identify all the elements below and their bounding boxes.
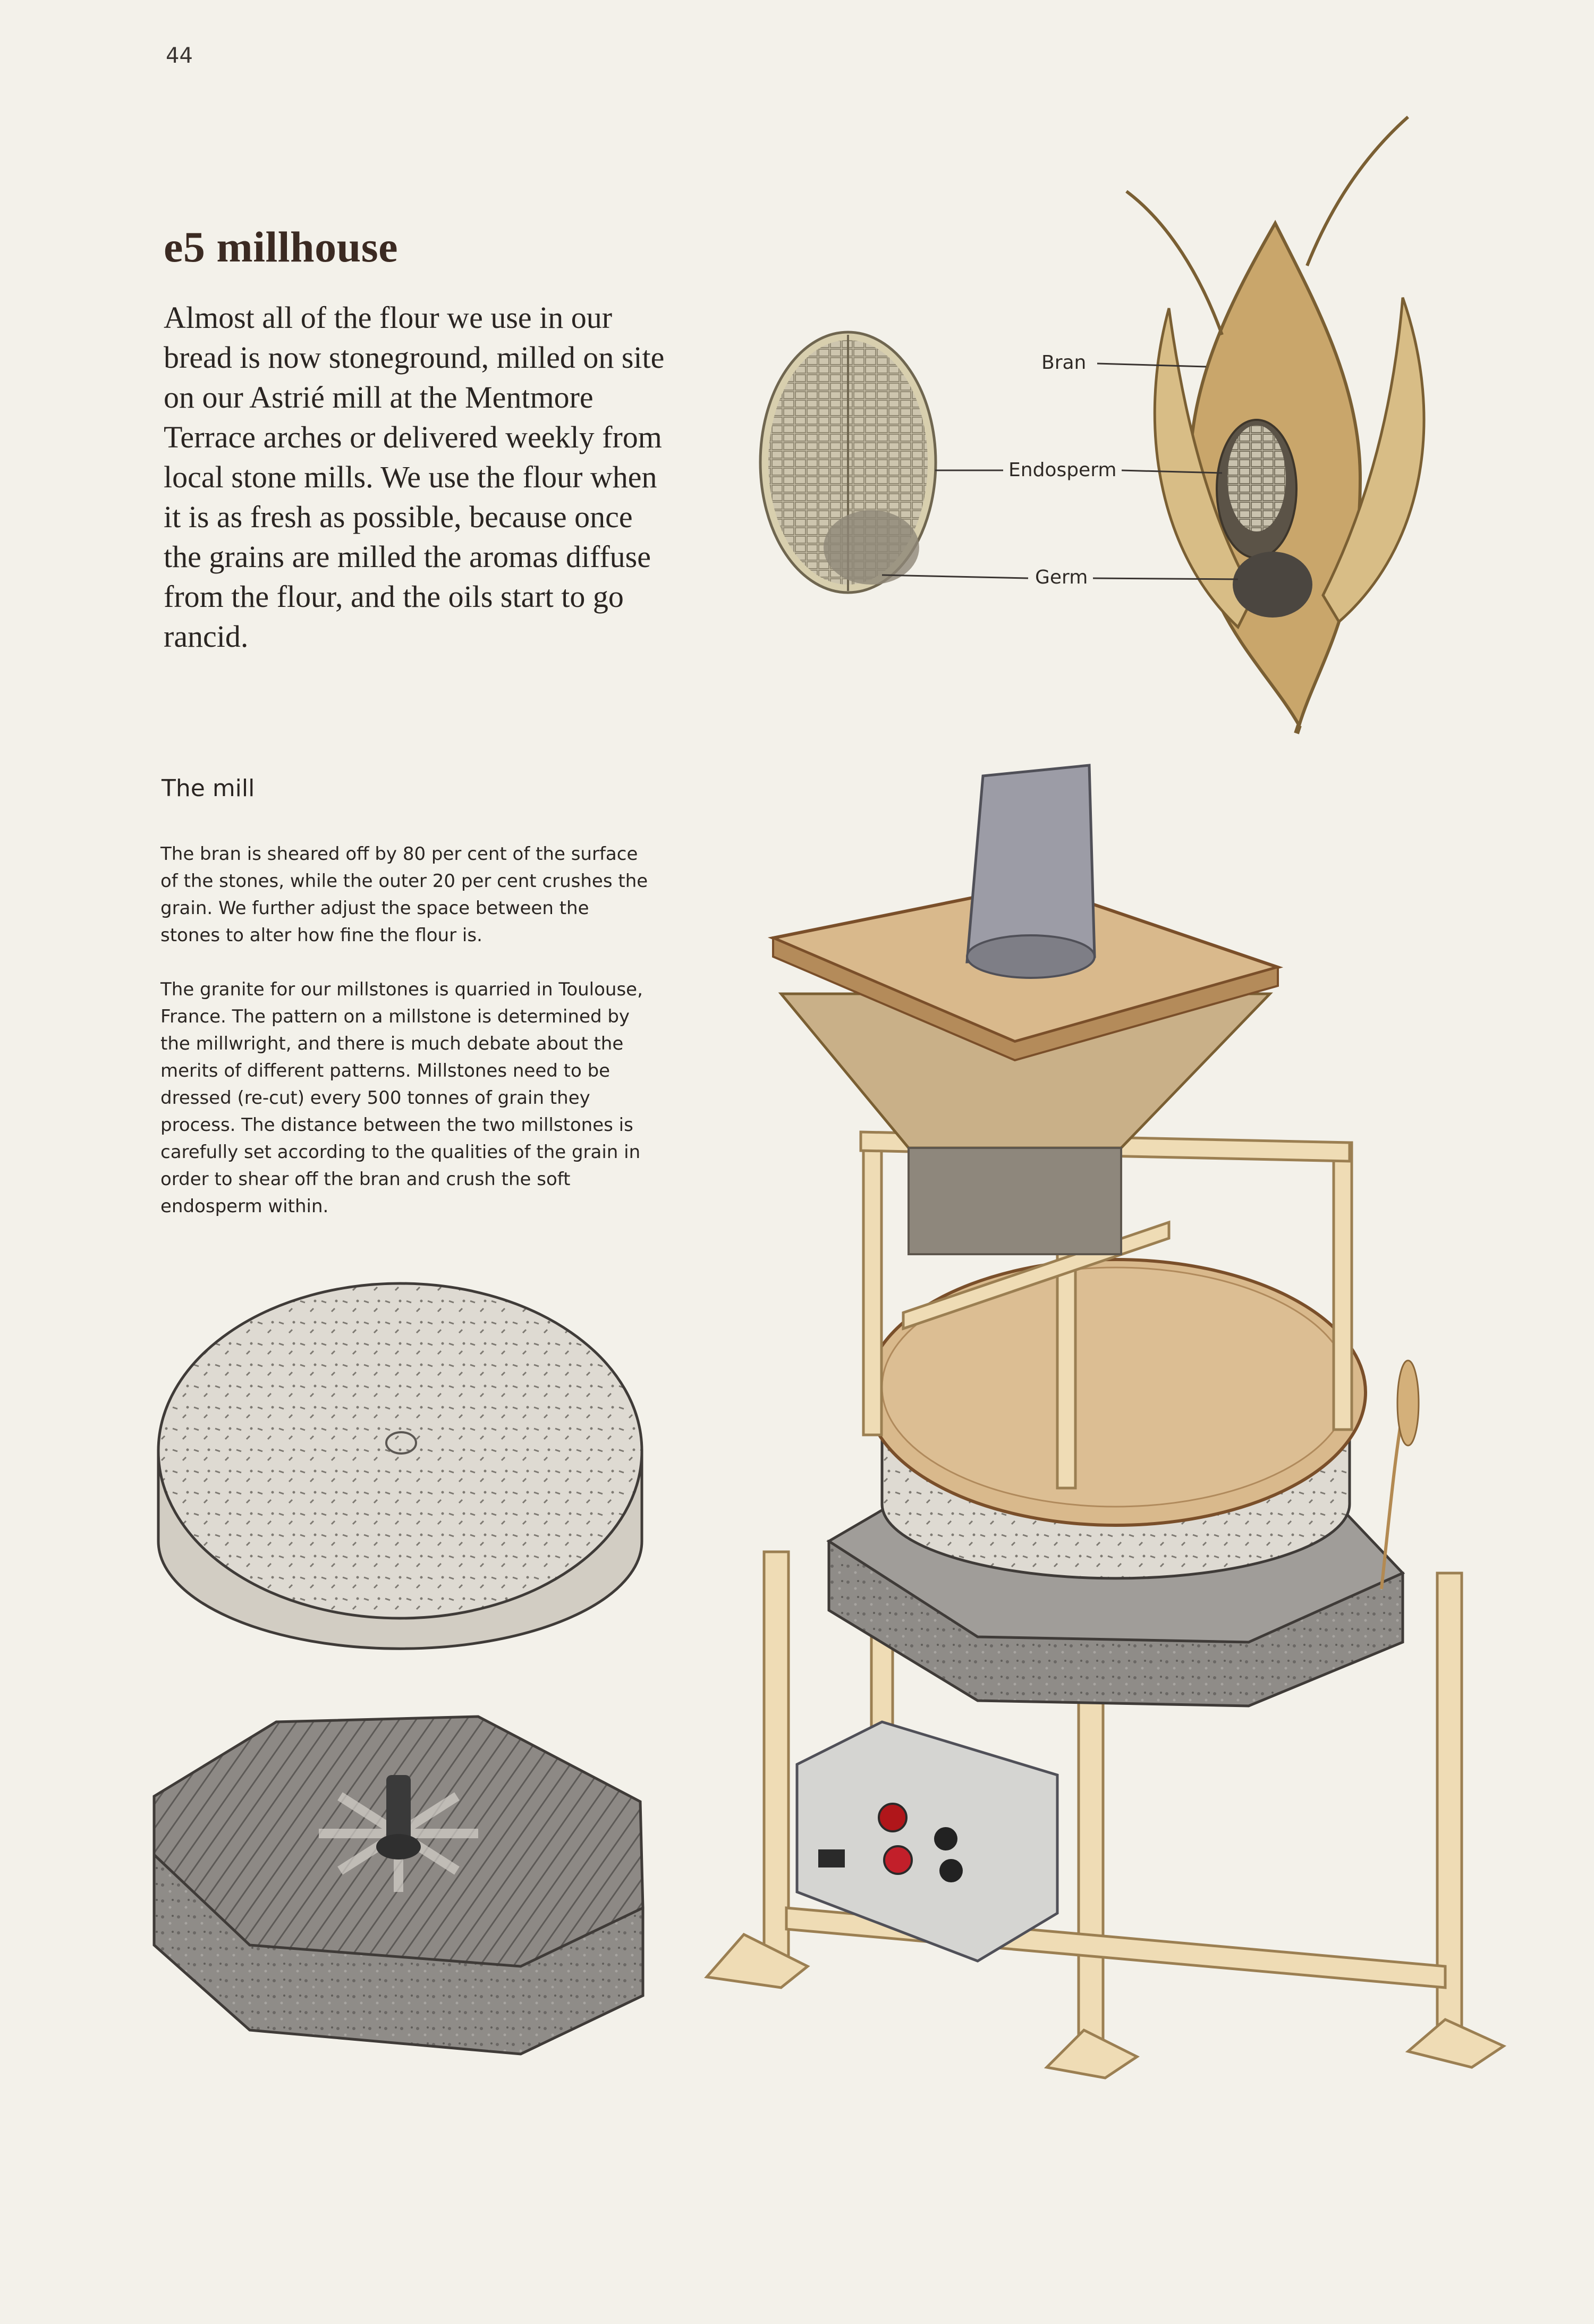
section-heading: The mill <box>162 775 255 802</box>
bran-label: Bran <box>1036 352 1092 374</box>
body-paragraph-1: The bran is sheared off by 80 per cent o… <box>160 843 648 946</box>
page-title: e5 millhouse <box>164 223 398 271</box>
intro-paragraph: Almost all of the flour we use in our br… <box>164 300 665 654</box>
grain-label-leaders <box>881 362 1239 580</box>
endosperm-label: Endosperm <box>1003 459 1122 481</box>
bottom-millstone-illustration <box>152 1715 645 2056</box>
page-number: 44 <box>166 44 193 68</box>
germ-label: Germ <box>1030 567 1093 588</box>
body-paragraph-2: The granite for our millstones is quarri… <box>160 979 643 1217</box>
wheat-ear-illustration <box>1125 115 1426 734</box>
top-millstone-illustration <box>157 1282 643 1650</box>
grain-kernel-illustration <box>759 331 937 594</box>
stone-mill-illustration <box>704 764 1507 2080</box>
